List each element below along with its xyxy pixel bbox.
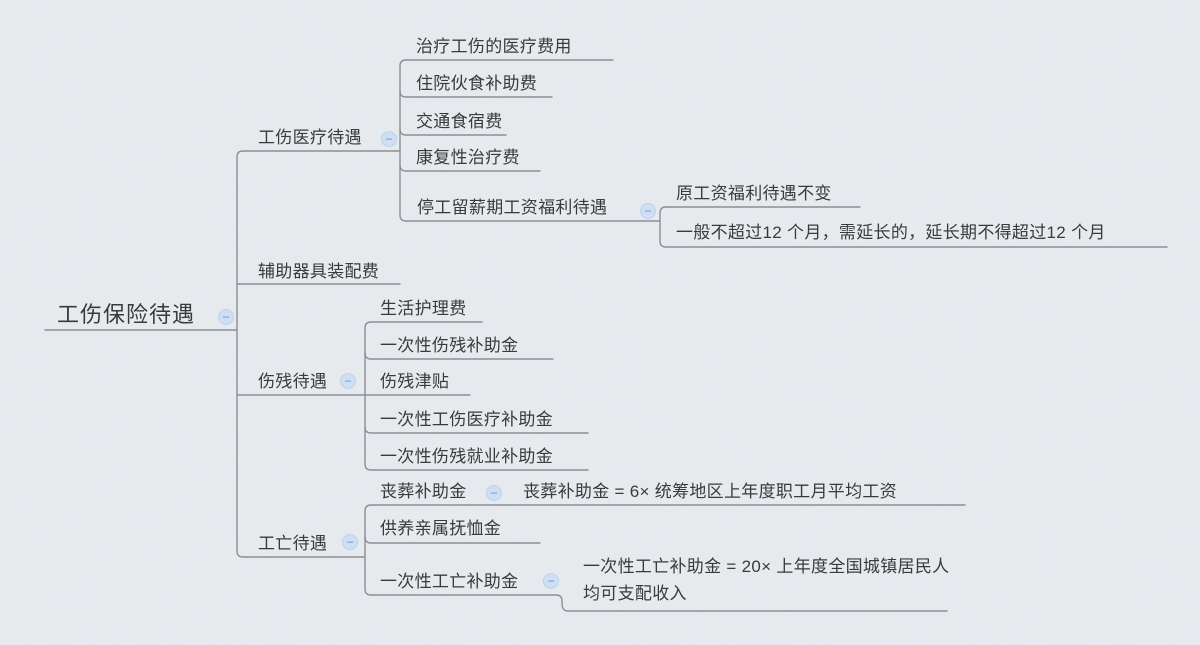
node-death-benefits[interactable]: 工亡待遇 xyxy=(258,534,328,553)
collapse-button-disability[interactable]: − xyxy=(340,373,356,389)
node-hospital-meal-subsidy[interactable]: 住院伙食补助费 xyxy=(416,74,538,93)
node-assistive-device-fee[interactable]: 辅助器具装配费 xyxy=(258,262,380,281)
node-paid-suspension-wage[interactable]: 停工留薪期工资福利待遇 xyxy=(417,198,608,217)
node-lumpsum-medical-subsidy[interactable]: 一次性工伤医疗补助金 xyxy=(380,410,553,429)
node-disability-benefits[interactable]: 伤残待遇 xyxy=(258,372,328,391)
node-wage-unchanged[interactable]: 原工资福利待遇不变 xyxy=(676,184,832,203)
node-transport-accommodation-fee[interactable]: 交通食宿费 xyxy=(416,112,503,131)
minus-icon: − xyxy=(222,309,230,324)
node-medical-expense[interactable]: 治疗工伤的医疗费用 xyxy=(416,37,572,56)
minus-icon: − xyxy=(385,131,393,146)
minus-icon: − xyxy=(344,373,352,388)
minus-icon: − xyxy=(346,534,354,549)
collapse-button-root[interactable]: − xyxy=(218,309,234,325)
node-dependent-pension[interactable]: 供养亲属抚恤金 xyxy=(380,519,502,538)
node-funeral-subsidy-formula[interactable]: 丧葬补助金 = 6× 统筹地区上年度职工月平均工资 xyxy=(523,482,897,501)
node-medical-treatment[interactable]: 工伤医疗待遇 xyxy=(258,128,362,147)
minus-icon: − xyxy=(490,485,498,500)
minus-icon: − xyxy=(644,203,652,218)
collapse-button-death[interactable]: − xyxy=(342,534,358,550)
collapse-button-funeral-subsidy[interactable]: − xyxy=(486,485,502,501)
node-disability-allowance[interactable]: 伤残津贴 xyxy=(380,372,450,391)
node-lumpsum-death-subsidy[interactable]: 一次性工亡补助金 xyxy=(380,572,519,591)
collapse-button-lumpsum-death[interactable]: − xyxy=(543,573,559,589)
node-lumpsum-disability-subsidy[interactable]: 一次性伤残补助金 xyxy=(380,336,519,355)
node-death-subsidy-formula[interactable]: 一次性工亡补助金 = 20× 上年度全国城镇居民人均可支配收入 xyxy=(583,557,950,603)
collapse-button-medical-treatment[interactable]: − xyxy=(381,131,397,147)
collapse-button-paid-suspension[interactable]: − xyxy=(640,203,656,219)
node-lumpsum-employment-subsidy[interactable]: 一次性伤残就业补助金 xyxy=(380,447,553,466)
node-max-12-months[interactable]: 一般不超过12 个月，需延长的，延长期不得超过12 个月 xyxy=(676,223,1106,242)
node-root[interactable]: 工伤保险待遇 xyxy=(57,302,196,327)
minus-icon: − xyxy=(547,573,555,588)
node-life-care-fee[interactable]: 生活护理费 xyxy=(380,299,467,318)
node-funeral-subsidy[interactable]: 丧葬补助金 xyxy=(380,482,467,501)
node-rehab-treatment-fee[interactable]: 康复性治疗费 xyxy=(416,148,520,167)
